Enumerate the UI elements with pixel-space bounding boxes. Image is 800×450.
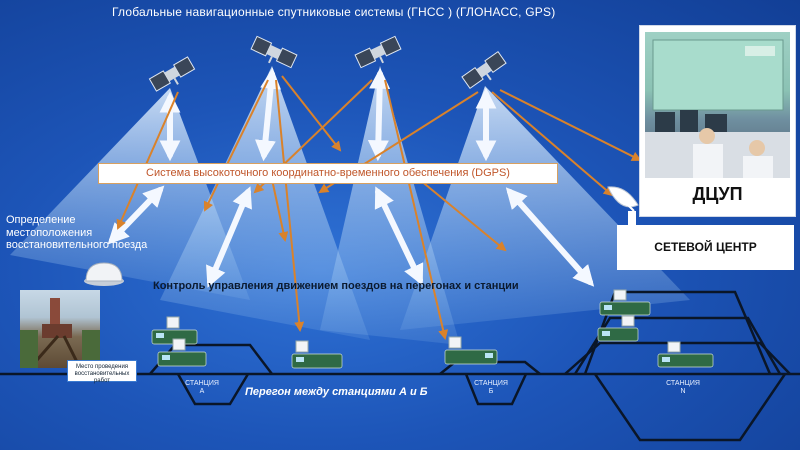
station-word: СТАНЦИЯ [185, 380, 219, 387]
satellite-icon [250, 35, 298, 69]
locomotive-icon [291, 340, 343, 369]
locomotive-icon [151, 316, 198, 345]
white-arrow [107, 185, 165, 245]
satellites [148, 35, 507, 92]
station-word: СТАНЦИЯ [474, 380, 508, 387]
station-b-label: СТАНЦИЯ Б [466, 380, 516, 396]
locomotive-icon [597, 315, 639, 342]
station-b-platform [464, 373, 528, 406]
locomotive-icon [444, 336, 498, 365]
station-a-label: СТАНЦИЯ А [177, 380, 227, 396]
network-center-box: СЕТЕВОЙ ЦЕНТР [617, 225, 794, 270]
white-arrow [206, 186, 252, 288]
orange-arrow [275, 79, 305, 332]
station-letter: А [199, 388, 205, 395]
work-site-label: Место проведения восстановительных работ [67, 360, 137, 384]
dispatch-center-panel: ДЦУП [639, 25, 796, 217]
station-n-label: СТАНЦИЯ N [658, 380, 708, 396]
orange-arrow [491, 91, 614, 197]
station-word: СТАНЦИЯ [666, 380, 700, 387]
diagram-title: Глобальные навигационные спутниковые сис… [112, 5, 556, 19]
satellite-icon [354, 35, 402, 69]
station-n-track-2 [573, 316, 782, 375]
orange-arrow [203, 79, 269, 212]
white-arrows [107, 67, 595, 288]
orange-arrow [116, 91, 179, 230]
locomotive-icon [599, 289, 651, 316]
white-arrow [505, 187, 595, 287]
white-arrow [374, 186, 424, 286]
trains [151, 289, 714, 369]
orange-arrow [384, 79, 449, 340]
white-arrow [254, 67, 282, 162]
station-letter: Б [488, 388, 494, 395]
orange-arrow [499, 89, 642, 161]
orange-arrow [281, 75, 342, 152]
dispatch-center-label: ДЦУП [692, 184, 743, 204]
locomotive-icon [157, 338, 207, 367]
position-detection-label: Определение местоположения восстановител… [6, 214, 148, 251]
signal-beams [10, 66, 690, 345]
haul-between-stations-label: Перегон между станциями А и Б [245, 386, 428, 398]
locomotive-icon [657, 341, 714, 368]
dgps-system-box: Система высокоточного координатно-времен… [98, 163, 558, 184]
satellite-icon [461, 50, 507, 90]
traffic-control-label: Контроль управления движением поездов на… [153, 280, 519, 292]
gps-receiver-icon [84, 262, 124, 286]
orange-arrow [419, 179, 507, 252]
station-a-platform [176, 373, 250, 406]
station-n-platform [593, 373, 787, 442]
recovery-train-photo [20, 290, 100, 368]
station-letter: N [680, 388, 686, 395]
white-arrow [367, 67, 391, 162]
satellite-icon [148, 56, 196, 92]
control-room-photo [645, 32, 790, 178]
